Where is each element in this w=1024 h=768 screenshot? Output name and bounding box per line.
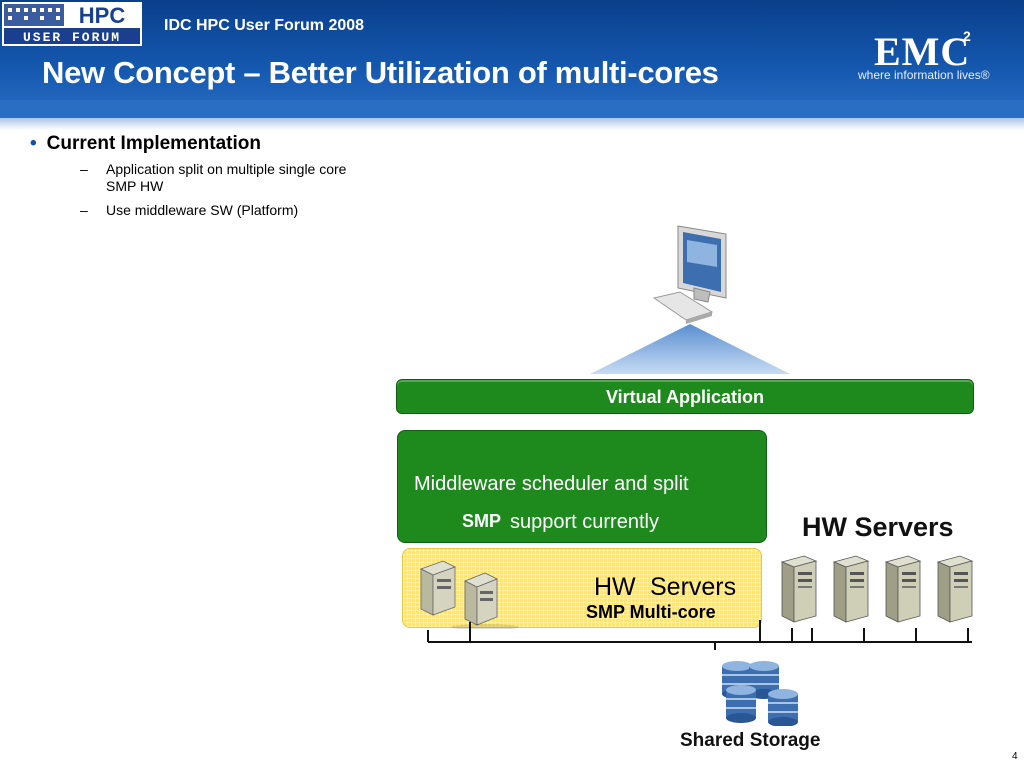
tower-servers-icon — [780, 555, 973, 623]
slide-header — [0, 0, 1024, 118]
dash-icon: – — [80, 161, 88, 177]
computer-icon — [650, 222, 730, 332]
hw-label: HW — [594, 573, 636, 601]
middleware-smp-label: SMP — [462, 511, 502, 531]
forum-label: IDC HPC User Forum 2008 — [164, 17, 365, 34]
smp-server-box — [402, 548, 762, 629]
emc-brand-text: EMC — [874, 29, 971, 74]
page-number: 4 — [1012, 751, 1018, 762]
dash-icon: – — [80, 202, 88, 218]
page-title: New Concept – Better Utilization of mult… — [42, 55, 719, 90]
projection-triangle — [590, 318, 790, 379]
servers-label: Servers — [650, 573, 737, 601]
middleware-label: Middleware scheduler and split — [414, 473, 689, 495]
virtual-application-bar: Virtual Application — [396, 379, 974, 414]
smp-multicore-label: SMP Multi-core — [586, 602, 716, 622]
sub-item-text: Use middleware SW (Platform) — [106, 202, 299, 218]
header-fade — [0, 100, 1024, 130]
sub-item-text: Application split on multiple single cor… — [106, 161, 347, 194]
logo-hpc-text: HPC — [79, 3, 126, 28]
hw-servers-title: HW Servers — [802, 512, 954, 542]
emc-superscript: 2 — [963, 28, 971, 44]
hpc-user-forum-logo: HPC USER FORUM — [2, 2, 142, 46]
bullet-item: • Current Implementation — [30, 133, 261, 155]
logo-forum-text: USER FORUM — [23, 30, 121, 45]
bullet-dot-icon: • — [30, 133, 37, 154]
shared-storage-label: Shared Storage — [680, 730, 821, 751]
middleware-support-label: support currently — [510, 511, 659, 533]
middleware-box: Middleware scheduler and split SMP suppo… — [397, 430, 767, 543]
network-bus — [427, 620, 972, 650]
virtual-application-label: Virtual Application — [605, 387, 765, 407]
emc-tagline: where information lives® — [858, 68, 990, 82]
bullet-text: Current Implementation — [46, 133, 261, 154]
database-icon — [722, 660, 812, 731]
emc-logo: EMC 2 where information lives® — [858, 28, 990, 84]
